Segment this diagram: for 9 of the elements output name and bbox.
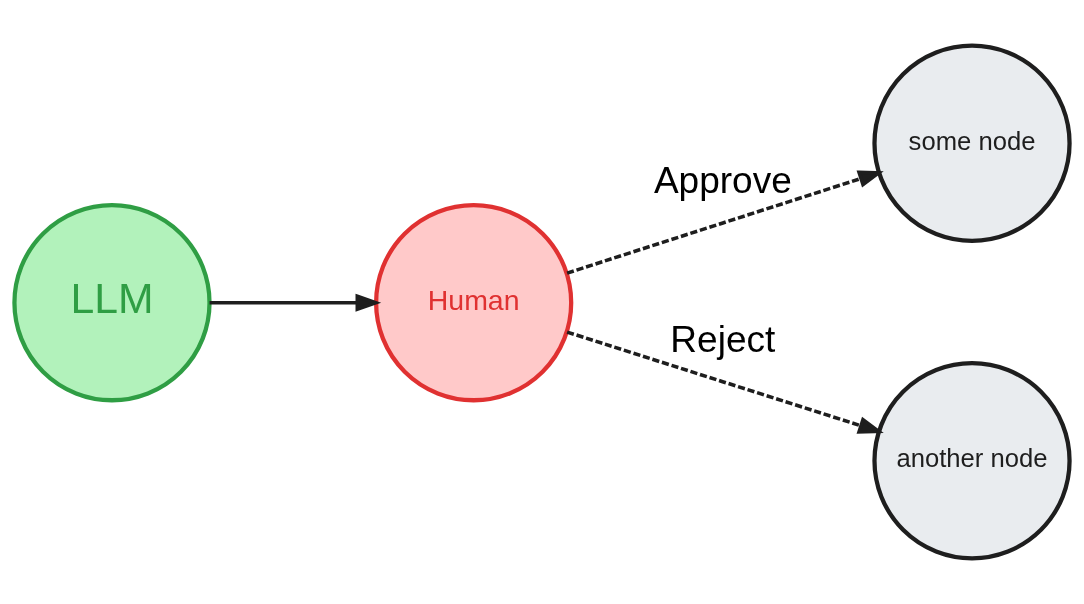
edge-label: Approve bbox=[653, 158, 792, 201]
arrow bbox=[566, 170, 884, 275]
arrow bbox=[566, 330, 884, 434]
arrow bbox=[209, 293, 382, 312]
edge-label: Reject bbox=[670, 318, 776, 361]
node-circle: Human bbox=[373, 203, 574, 403]
node-circle: another node bbox=[872, 361, 1072, 561]
node-circle: some node bbox=[872, 43, 1072, 243]
node-circle: LLM bbox=[12, 203, 212, 403]
